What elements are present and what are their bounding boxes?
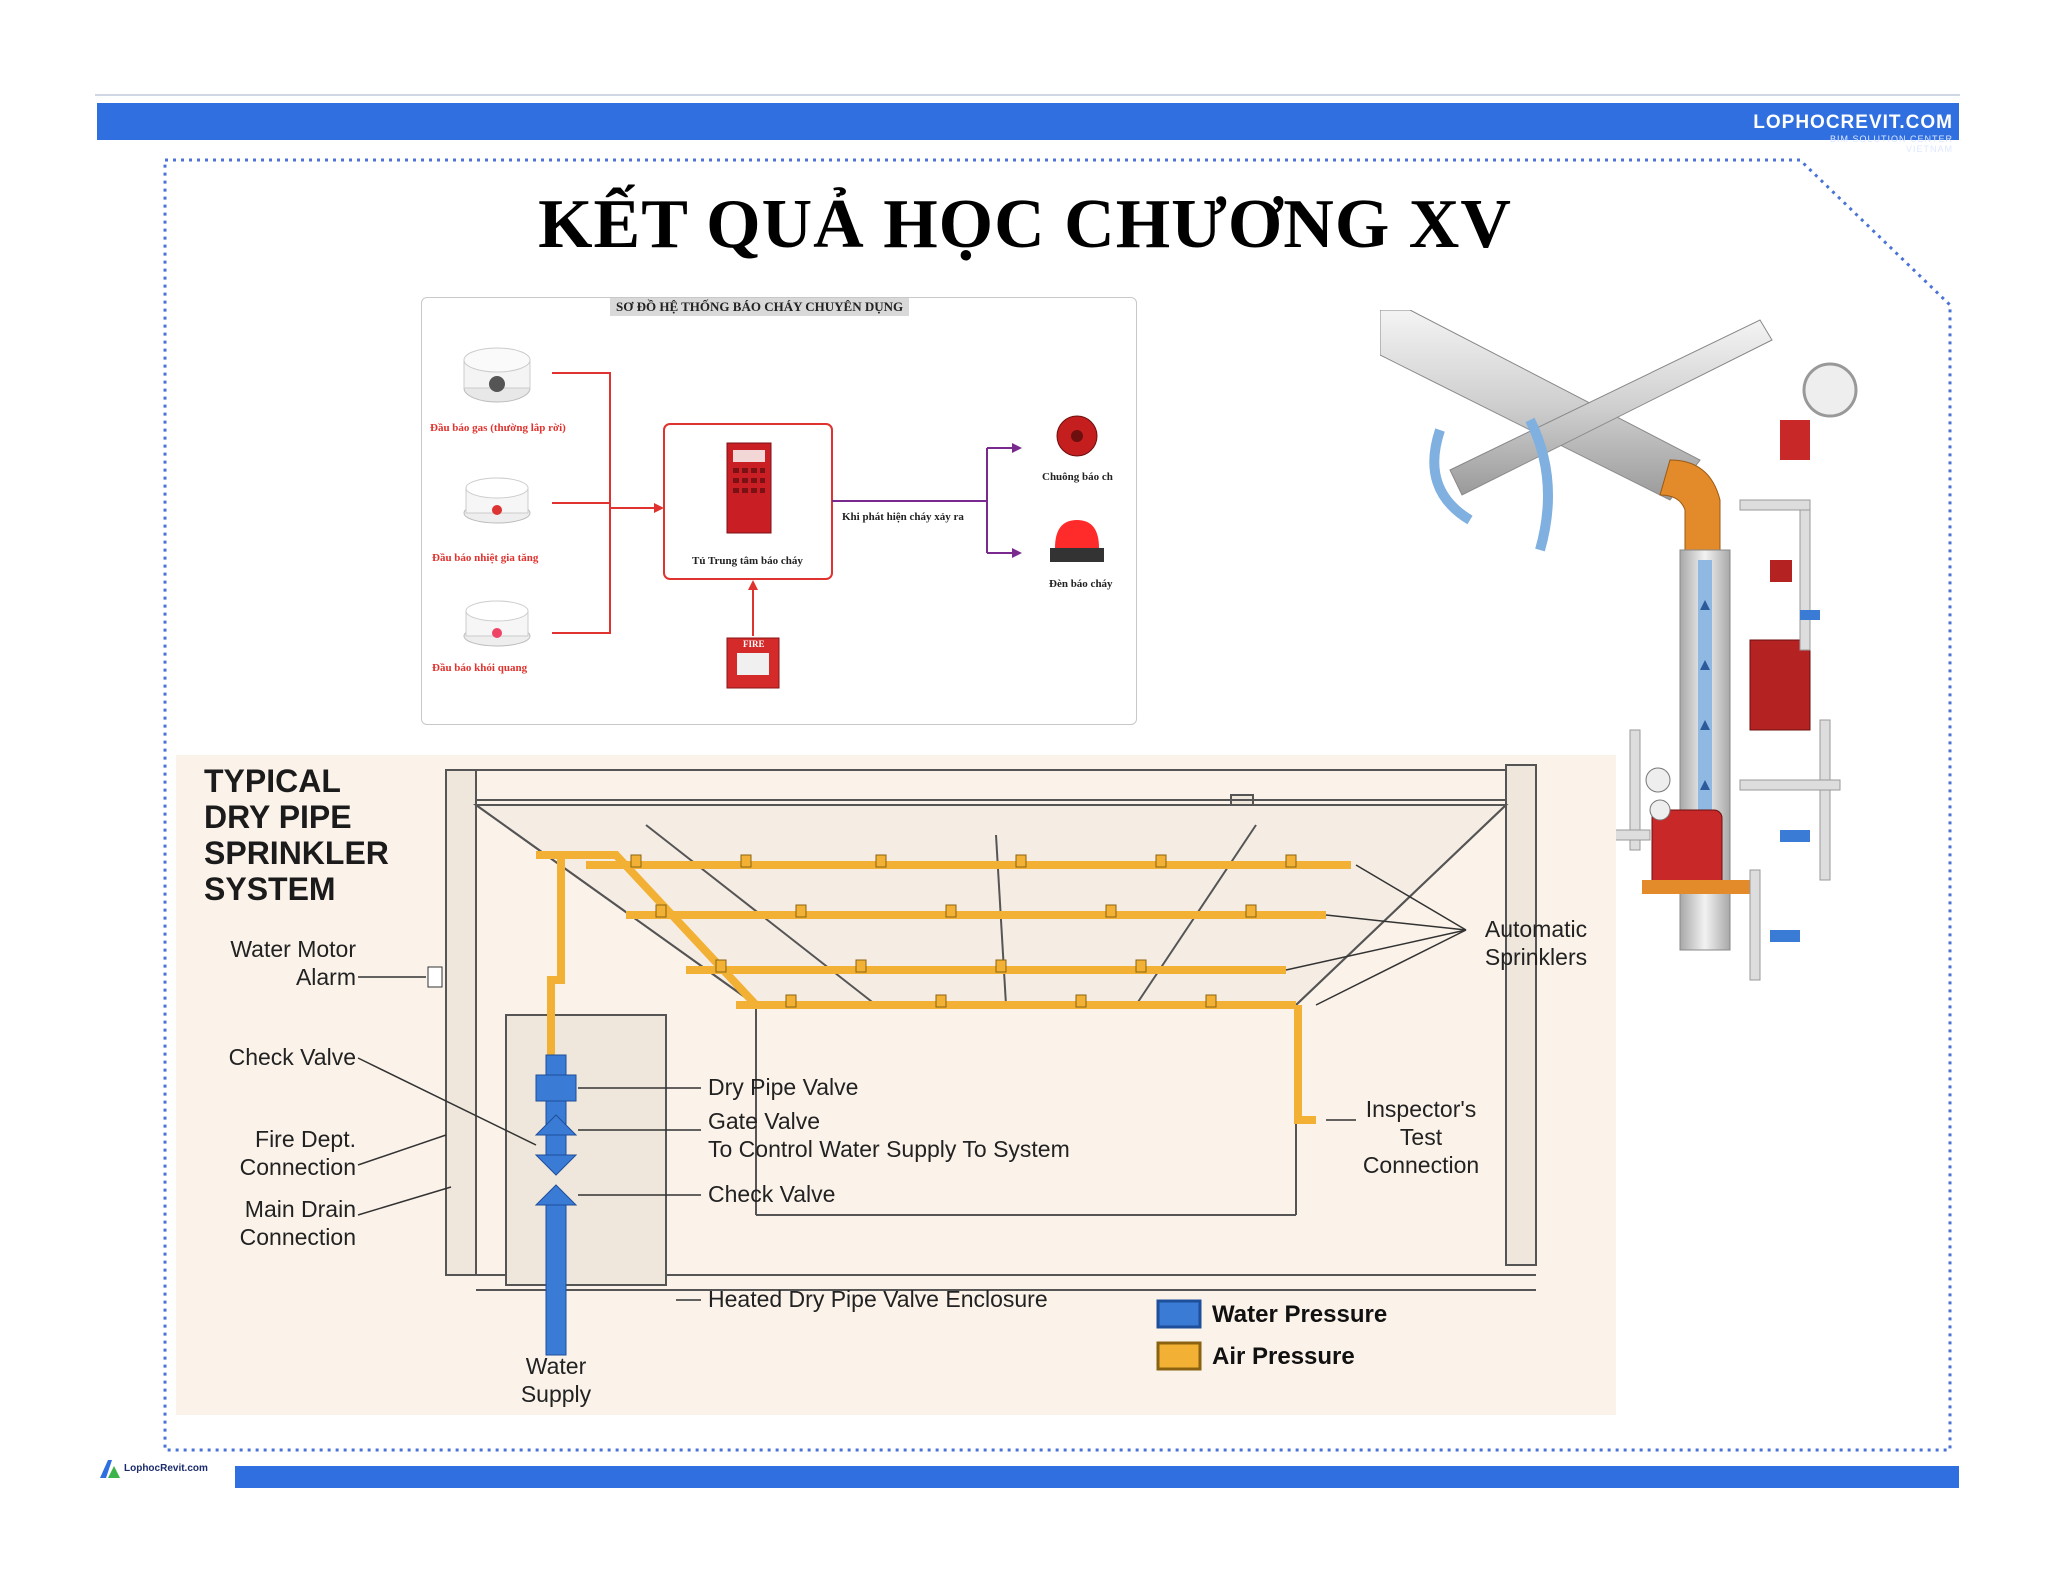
gas-detector-icon <box>463 347 531 403</box>
fire-dept-connection-label: Fire Dept. Connection <box>206 1125 356 1181</box>
water-supply-label: Water Supply <box>506 1352 606 1408</box>
fire-diagram-graphics <box>463 347 1104 689</box>
dry-pipe-sprinkler-diagram: TYPICAL DRY PIPE SPRINKLER SYSTEM Water … <box>176 755 1616 1415</box>
label-line: Alarm <box>295 964 356 990</box>
top-band <box>97 103 1959 140</box>
main-drain-connection-label: Main Drain Connection <box>206 1195 356 1251</box>
sprinkler-graphics <box>357 764 1537 1371</box>
elbow-fitting <box>1659 459 1721 551</box>
water-motor-alarm-label: Water Motor Alarm <box>206 935 356 991</box>
label-line: Inspector's <box>1365 1096 1477 1122</box>
brand-sub2: VIETNAM <box>1905 144 1953 154</box>
title-line-3: SPRINKLER <box>204 835 389 871</box>
title-line-4: SYSTEM <box>204 871 336 907</box>
call-point-text: FIRE <box>743 639 765 649</box>
bottom-band <box>235 1466 1959 1488</box>
title-line-1: TYPICAL <box>204 763 341 799</box>
left-post <box>445 769 477 1276</box>
heated-enclosure-label: Heated Dry Pipe Valve Enclosure <box>708 1286 1048 1312</box>
accelerator-box <box>1749 639 1811 731</box>
main-pipe <box>1379 309 1701 501</box>
title-line-2: DRY PIPE <box>204 799 352 835</box>
brand-name: LOPHOCREVIT.COM <box>1753 112 1953 133</box>
heat-detector-label: Đầu báo nhiệt gia tăng <box>432 552 539 564</box>
smoke-detector-label: Đầu báo khói quang <box>432 662 528 674</box>
label-line: Connection <box>1362 1152 1480 1178</box>
dry-pipe-valve-label: Dry Pipe Valve <box>708 1074 859 1100</box>
brand-sub1: BIM SOLUTION CENTER <box>1829 134 1953 144</box>
gas-detector-label: Đầu báo gas (thường lắp rời) <box>430 422 566 434</box>
label-line: Connection <box>239 1224 356 1250</box>
legend-air-label: Air Pressure <box>1212 1343 1355 1370</box>
heat-detector-icon <box>463 477 531 524</box>
valve-body <box>1651 809 1723 891</box>
strobe-light-icon <box>1050 520 1104 562</box>
page-title: KẾT QUẢ HỌC CHƯƠNG XV <box>538 186 1512 263</box>
water-pipes <box>534 1054 578 1356</box>
lophocrevit-logo-icon <box>100 1460 120 1478</box>
fire-diagram-title: SƠ ĐỒ HỆ THỐNG BÁO CHÁY CHUYÊN DỤNG <box>610 298 910 316</box>
label-line: Automatic <box>1484 916 1588 942</box>
rotation-arrow <box>1429 428 1473 525</box>
pressure-gauge <box>1802 362 1858 418</box>
event-label: Khi phát hiện cháy xảy ra <box>842 511 964 523</box>
sprinkler-heads <box>630 854 1297 1008</box>
label-line: Supply <box>520 1381 592 1407</box>
footer-logo-text: LophocRevit.com <box>124 1462 208 1474</box>
footer-logo: LophocRevit.com <box>100 1458 208 1478</box>
label-line: Gate Valve <box>708 1108 821 1134</box>
label-line: Test <box>1399 1124 1443 1150</box>
strobe-label: Đèn báo cháy <box>1049 578 1113 590</box>
legend-water-swatch <box>1156 1299 1202 1329</box>
label-line: Water <box>525 1353 587 1379</box>
sprinkler-system-title: TYPICAL DRY PIPE SPRINKLER SYSTEM <box>204 763 389 907</box>
dotted-border <box>163 158 1952 1452</box>
label-line: Main Drain <box>244 1196 356 1222</box>
legend-air-swatch <box>1156 1341 1202 1371</box>
legend-water-label: Water Pressure <box>1212 1301 1388 1328</box>
dry-pipe-valve-illustration <box>1379 309 1880 1010</box>
smoke-detector-icon <box>463 600 531 647</box>
control-panel-label: Tủ Trung tâm báo cháy <box>692 555 803 567</box>
right-post <box>1505 764 1537 1266</box>
label-line: Connection <box>239 1154 356 1180</box>
valve-graphics <box>1379 309 1858 981</box>
label-line: To Control Water Supply To System <box>708 1136 1070 1162</box>
label-line: Water Motor <box>230 936 356 962</box>
air-pipes <box>536 851 1351 1124</box>
bell-label: Chuông báo ch <box>1042 471 1113 483</box>
gate-valve-label: Gate Valve To Control Water Supply To Sy… <box>708 1107 1070 1163</box>
brand-logo: LOPHOCREVIT.COM BIM SOLUTION CENTER VIET… <box>1753 112 1953 154</box>
inspectors-test-label: Inspector's Test Connection <box>1346 1095 1496 1179</box>
check-valve-center-label: Check Valve <box>708 1181 836 1207</box>
fire-alarm-diagram: SƠ ĐỒ HỆ THỐNG BÁO CHÁY CHUYÊN DỤNG <box>421 297 1137 725</box>
alarm-bell-icon <box>1056 415 1098 457</box>
automatic-sprinklers-label: Automatic Sprinklers <box>1461 915 1611 971</box>
label-line: Fire Dept. <box>255 1126 356 1152</box>
check-valve-left-label: Check Valve <box>228 1044 356 1070</box>
label-line: Sprinklers <box>1484 944 1588 970</box>
